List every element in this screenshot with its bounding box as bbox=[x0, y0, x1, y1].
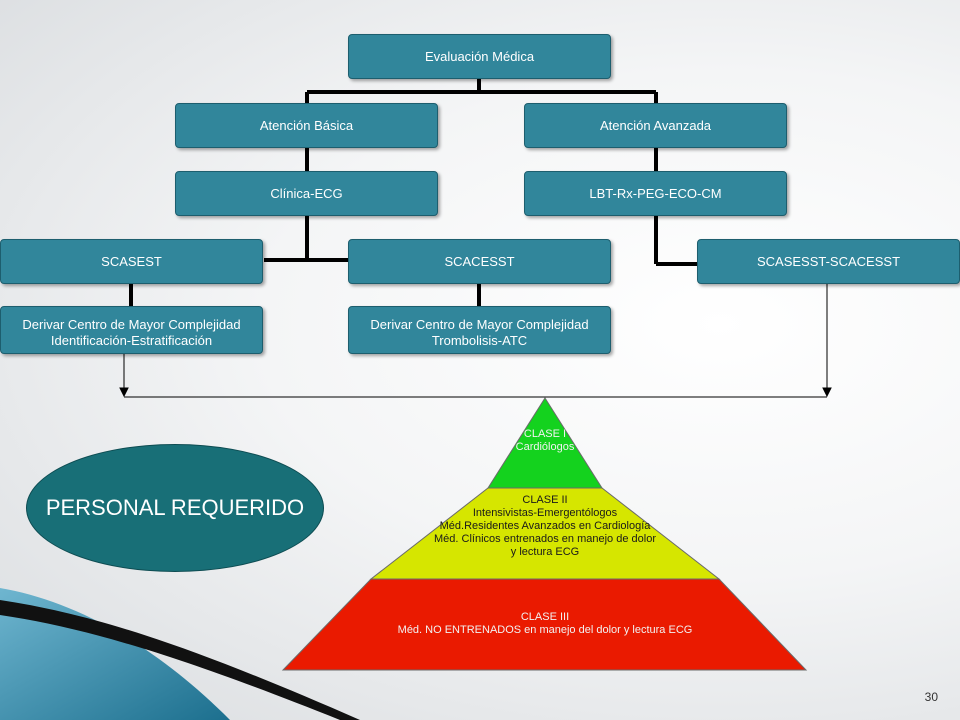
atencion-avanzada-box: Atención Avanzada bbox=[524, 103, 787, 148]
class1-title: CLASE I bbox=[523, 428, 567, 440]
derivar-trombolisis-box: Derivar Centro de Mayor Complejidad Trom… bbox=[348, 306, 611, 354]
scacesst-box: SCACESST bbox=[348, 239, 611, 284]
class1-text: CLASE I Cardiólogos bbox=[465, 428, 625, 454]
personal-requerido-ellipse: PERSONAL REQUERIDO bbox=[26, 444, 324, 572]
class3-title: CLASE III bbox=[520, 611, 570, 623]
class2-line: Méd.Residentes Avanzados en Cardiología bbox=[439, 520, 651, 532]
scasesst-scacesst-label: SCASESST-SCACESST bbox=[756, 254, 901, 269]
scasesst-scacesst-box: SCASESST-SCACESST bbox=[697, 239, 960, 284]
class3-text: CLASE III Méd. NO ENTRENADOS en manejo d… bbox=[330, 611, 760, 637]
clinica-ecg-box: Clínica-ECG bbox=[175, 171, 438, 216]
class2-line: y lectura ECG bbox=[510, 546, 580, 558]
evaluacion-medica-box: Evaluación Médica bbox=[348, 34, 611, 79]
atencion-avanzada-label: Atención Avanzada bbox=[599, 118, 712, 133]
class3-line: Méd. NO ENTRENADOS en manejo del dolor y… bbox=[397, 624, 693, 636]
scacesst-label: SCACESST bbox=[444, 254, 515, 269]
evaluacion-medica-label: Evaluación Médica bbox=[424, 49, 535, 64]
atencion-basica-box: Atención Básica bbox=[175, 103, 438, 148]
pyramid-class3-tier bbox=[281, 578, 808, 671]
advanced-tests-box: LBT-Rx-PEG-ECO-CM bbox=[524, 171, 787, 216]
class2-title: CLASE II bbox=[522, 494, 568, 506]
class2-text: CLASE II Intensivistas-Emergentólogos Mé… bbox=[385, 494, 705, 559]
page-number: 30 bbox=[924, 690, 938, 704]
scasest-box: SCASEST bbox=[0, 239, 263, 284]
atencion-basica-label: Atención Básica bbox=[259, 118, 354, 133]
derivar-trombolisis-line2: Trombolisis-ATC bbox=[431, 333, 528, 348]
derivar-estratificacion-line2: Identificación-Estratificación bbox=[50, 333, 213, 348]
class2-line: Intensivistas-Emergentólogos bbox=[472, 507, 618, 519]
class2-line: Méd. Clínicos entrenados en manejo de do… bbox=[434, 533, 656, 545]
personal-requerido-label: PERSONAL REQUERIDO bbox=[45, 495, 305, 520]
derivar-estratificacion-line1: Derivar Centro de Mayor Complejidad bbox=[22, 317, 241, 332]
scasest-label: SCASEST bbox=[101, 254, 162, 269]
derivar-estratificacion-box: Derivar Centro de Mayor Complejidad Iden… bbox=[0, 306, 263, 354]
derivar-trombolisis-line1: Derivar Centro de Mayor Complejidad bbox=[370, 317, 589, 332]
advanced-tests-label: LBT-Rx-PEG-ECO-CM bbox=[589, 186, 722, 201]
clinica-ecg-label: Clínica-ECG bbox=[270, 186, 343, 201]
class1-line: Cardiólogos bbox=[515, 441, 575, 453]
